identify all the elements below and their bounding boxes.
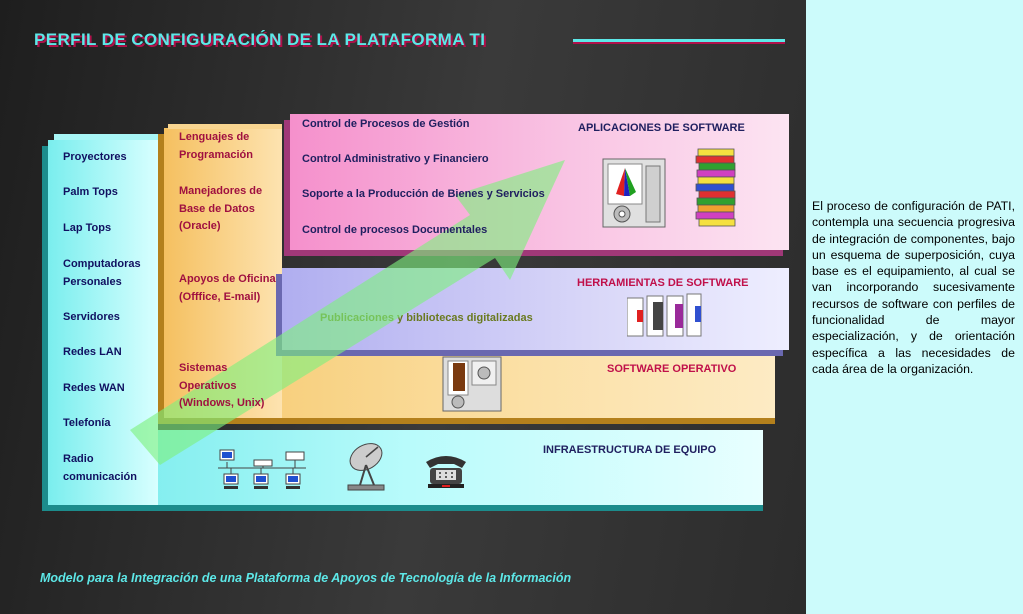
disk-box-icon [442, 356, 502, 412]
hardware-item: Telefonía [63, 417, 111, 429]
software-item: Manejadores de Base de Datos (Oracle) [179, 185, 263, 233]
software-box-icon [602, 158, 666, 228]
hardware-item: Redes LAN [63, 346, 122, 358]
hardware-item: Palm Tops [63, 186, 118, 198]
hardware-item: Servidores [63, 311, 120, 323]
hardware-item: Redes WAN [63, 382, 125, 394]
application-item: Control Administrativo y Financiero [302, 153, 489, 165]
description-text: El proceso de configuración de PATI, con… [812, 199, 1015, 376]
slide: PERFIL DE CONFIGURACIÓN DE LA PLATAFORMA… [0, 0, 806, 614]
tools-label: HERRAMIENTAS DE SOFTWARE [577, 277, 749, 289]
application-item: Control de Procesos de Gestión [302, 118, 470, 130]
application-item: Control de procesos Documentales [302, 224, 488, 236]
software-boxes-icon [627, 293, 702, 337]
hardware-column-top [54, 134, 158, 140]
hardware-item: Lap Tops [63, 222, 112, 234]
hardware-item: Radio comunicación [63, 453, 137, 483]
footer-caption: Modelo para la Integración de una Plataf… [40, 571, 572, 585]
hardware-item: Computadoras Personales [63, 258, 141, 288]
software-column-top [168, 124, 282, 129]
infrastructure-label: INFRAESTRUCTURA DE EQUIPO [543, 444, 717, 456]
applications-label: APLICACIONES DE SOFTWARE [578, 122, 745, 134]
telephone-icon [426, 456, 466, 488]
network-computers-icon [218, 449, 306, 489]
hardware-item: Proyectores [63, 151, 127, 163]
operating-system-label: SOFTWARE OPERATIVO [607, 363, 737, 375]
books-stack-icon [695, 148, 736, 227]
software-item: Lenguajes de Programación [179, 131, 253, 161]
title-underline [573, 39, 785, 42]
side-panel [806, 0, 1023, 614]
application-item: Soporte a la Producción de Bienes y Serv… [302, 188, 545, 200]
satellite-dish-icon [347, 443, 385, 491]
page-title: PERFIL DE CONFIGURACIÓN DE LA PLATAFORMA… [34, 30, 486, 49]
software-item: Sistemas Operativos (Windows, Unix) [179, 362, 265, 410]
tools-item: Publicaciones y bibliotecas digitalizada… [320, 312, 533, 324]
software-item: Apoyos de Oficina (Offfice, E-mail) [179, 273, 276, 303]
